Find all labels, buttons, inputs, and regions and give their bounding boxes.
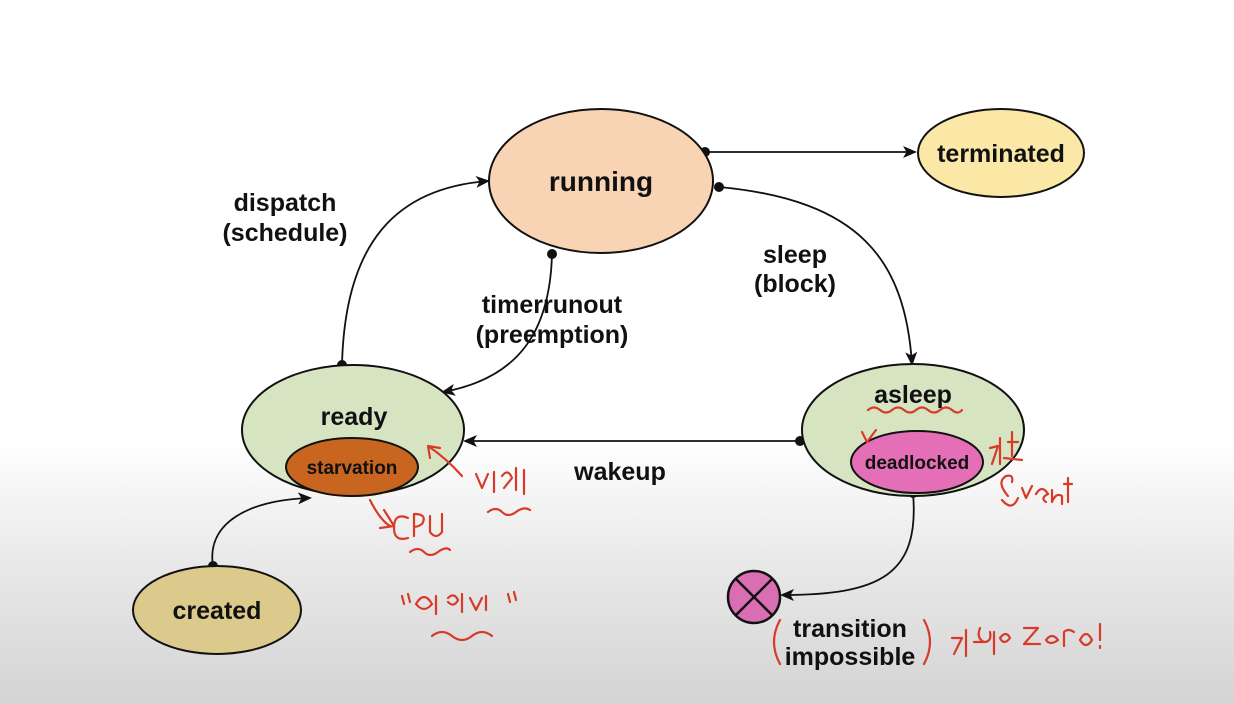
label-block: (block) bbox=[754, 270, 836, 298]
dot-running-sleep bbox=[714, 182, 724, 192]
label-schedule: (schedule) bbox=[222, 219, 347, 247]
node-running-label: running bbox=[549, 166, 653, 197]
node-ready-label: ready bbox=[321, 403, 388, 431]
edge-created-to-ready bbox=[211, 492, 312, 567]
label-timerrunout: timerrunout bbox=[482, 291, 623, 319]
label-impossible: impossible bbox=[785, 643, 916, 671]
node-ready: ready starvation bbox=[241, 364, 465, 497]
edge-sleep-running-to-asleep bbox=[718, 186, 918, 366]
node-terminated-shape bbox=[917, 108, 1085, 198]
node-running: running bbox=[488, 108, 714, 254]
node-created-label: created bbox=[173, 597, 262, 625]
impossible-terminal-icon bbox=[726, 569, 782, 625]
handwritten-korean-note-icon bbox=[368, 406, 1102, 666]
edge-timerrunout-running-to-ready bbox=[441, 253, 553, 396]
node-created: created bbox=[132, 565, 302, 655]
node-terminated-label: terminated bbox=[937, 140, 1065, 168]
node-deadlocked-shape bbox=[850, 430, 984, 494]
node-asleep: asleep deadlocked bbox=[801, 363, 1025, 497]
node-terminated: terminated bbox=[917, 108, 1085, 198]
label-sleep: sleep bbox=[763, 241, 827, 269]
node-starvation-label: starvation bbox=[307, 458, 398, 479]
node-created-shape bbox=[132, 565, 302, 655]
label-transition: transition bbox=[793, 615, 907, 643]
node-starvation-shape bbox=[285, 437, 419, 497]
node-asleep-label: asleep bbox=[874, 381, 952, 409]
label-preemption: (preemption) bbox=[476, 321, 629, 349]
edge-deadlocked-to-impossible bbox=[780, 492, 915, 601]
edges bbox=[211, 146, 918, 601]
dot-running-timer bbox=[547, 249, 557, 259]
edge-dispatch-ready-to-running bbox=[341, 175, 490, 366]
node-running-shape bbox=[488, 108, 714, 254]
label-wakeup: wakeup bbox=[573, 458, 666, 486]
label-dispatch: dispatch bbox=[234, 189, 337, 217]
node-deadlocked-label: deadlocked bbox=[865, 453, 970, 474]
edge-labels: dispatch (schedule) timerrunout (preempt… bbox=[222, 189, 915, 671]
